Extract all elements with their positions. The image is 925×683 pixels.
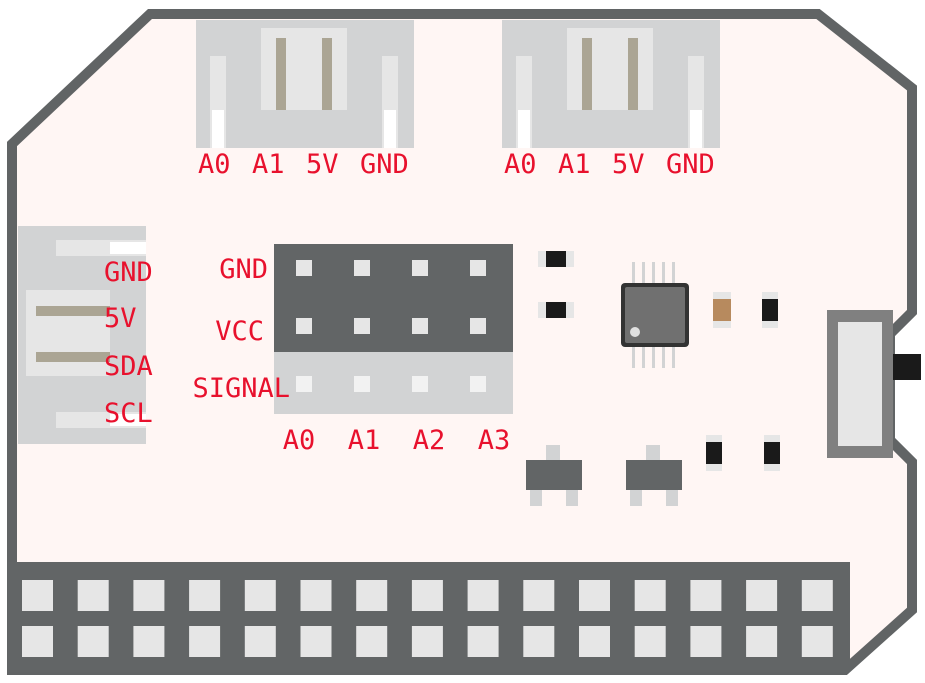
- row-label-signal: SIGNAL: [192, 373, 290, 404]
- smd-resistor-1: [538, 251, 574, 267]
- gpio-pin: [300, 626, 332, 657]
- gpio-pins: [22, 580, 833, 657]
- top-right-connector: [502, 20, 720, 148]
- smd-resistor-3: [762, 292, 778, 328]
- pin-label: A1: [252, 149, 285, 180]
- pin-label: 5V: [104, 303, 137, 334]
- header-col-labels: A0 A1 A2 A3: [283, 425, 511, 456]
- slide-switch: [827, 310, 921, 458]
- pin-label: GND: [104, 257, 153, 288]
- gpio-pin: [411, 626, 443, 657]
- header-pins: [296, 260, 486, 392]
- smd-resistor-5: [764, 435, 780, 471]
- gpio-pin: [411, 580, 443, 611]
- col-label: A1: [348, 425, 381, 456]
- smd-resistor-2: [538, 302, 574, 318]
- top-left-connector-labels: A0 A1 5V GND: [198, 149, 409, 180]
- pin-label: SDA: [104, 351, 153, 382]
- gpio-pin: [690, 580, 722, 611]
- gpio-pin: [356, 626, 388, 657]
- pin-label: A0: [198, 149, 231, 180]
- pin-label: A0: [504, 149, 537, 180]
- gpio-pin: [579, 580, 610, 611]
- pin-label: 5V: [612, 149, 645, 180]
- pin-label: SCL: [104, 398, 153, 429]
- gpio-pin: [746, 626, 778, 657]
- pin-label: GND: [666, 149, 715, 180]
- pin-header-block: [274, 244, 513, 414]
- gpio-pin: [244, 580, 276, 611]
- pin-label: A1: [558, 149, 591, 180]
- col-label: A3: [478, 425, 511, 456]
- gpio-pin: [467, 626, 499, 657]
- smd-capacitor: [713, 292, 731, 328]
- pin-label: 5V: [306, 149, 339, 180]
- gpio-pin: [634, 626, 666, 657]
- gpio-pin: [22, 626, 53, 657]
- gpio-pin: [801, 580, 833, 611]
- gpio-pin: [133, 580, 165, 611]
- left-connector: [18, 226, 146, 444]
- gpio-pin: [746, 580, 778, 611]
- gpio-pin: [634, 580, 666, 611]
- gpio-pin: [244, 626, 276, 657]
- header-row-labels: GND VCC SIGNAL: [192, 254, 290, 404]
- gpio-pin: [189, 580, 221, 611]
- gpio-pin: [300, 580, 332, 611]
- gpio-pin: [77, 626, 109, 657]
- gpio-pin: [189, 626, 221, 657]
- ic-chip: [621, 262, 689, 368]
- gpio-pin: [523, 580, 555, 611]
- transistor-1: [526, 445, 582, 506]
- top-left-connector: [196, 20, 414, 148]
- top-right-connector-labels: A0 A1 5V GND: [504, 149, 715, 180]
- gpio-pin: [133, 626, 165, 657]
- transistor-2: [626, 445, 682, 506]
- gpio-header: [8, 562, 850, 672]
- col-label: A0: [283, 425, 316, 456]
- gpio-pin: [801, 626, 833, 657]
- row-label-vcc: VCC: [215, 316, 264, 347]
- left-connector-labels: GND 5V SDA SCL: [104, 257, 153, 429]
- gpio-pin: [22, 580, 53, 611]
- gpio-pin: [690, 626, 722, 657]
- gpio-pin: [467, 580, 499, 611]
- col-label: A2: [413, 425, 446, 456]
- gpio-pin: [523, 626, 555, 657]
- gpio-pin: [356, 580, 388, 611]
- gpio-pin: [77, 580, 109, 611]
- smd-resistor-4: [706, 435, 722, 471]
- pin-label: GND: [360, 149, 409, 180]
- row-label-gnd: GND: [219, 254, 268, 285]
- gpio-pin: [579, 626, 610, 657]
